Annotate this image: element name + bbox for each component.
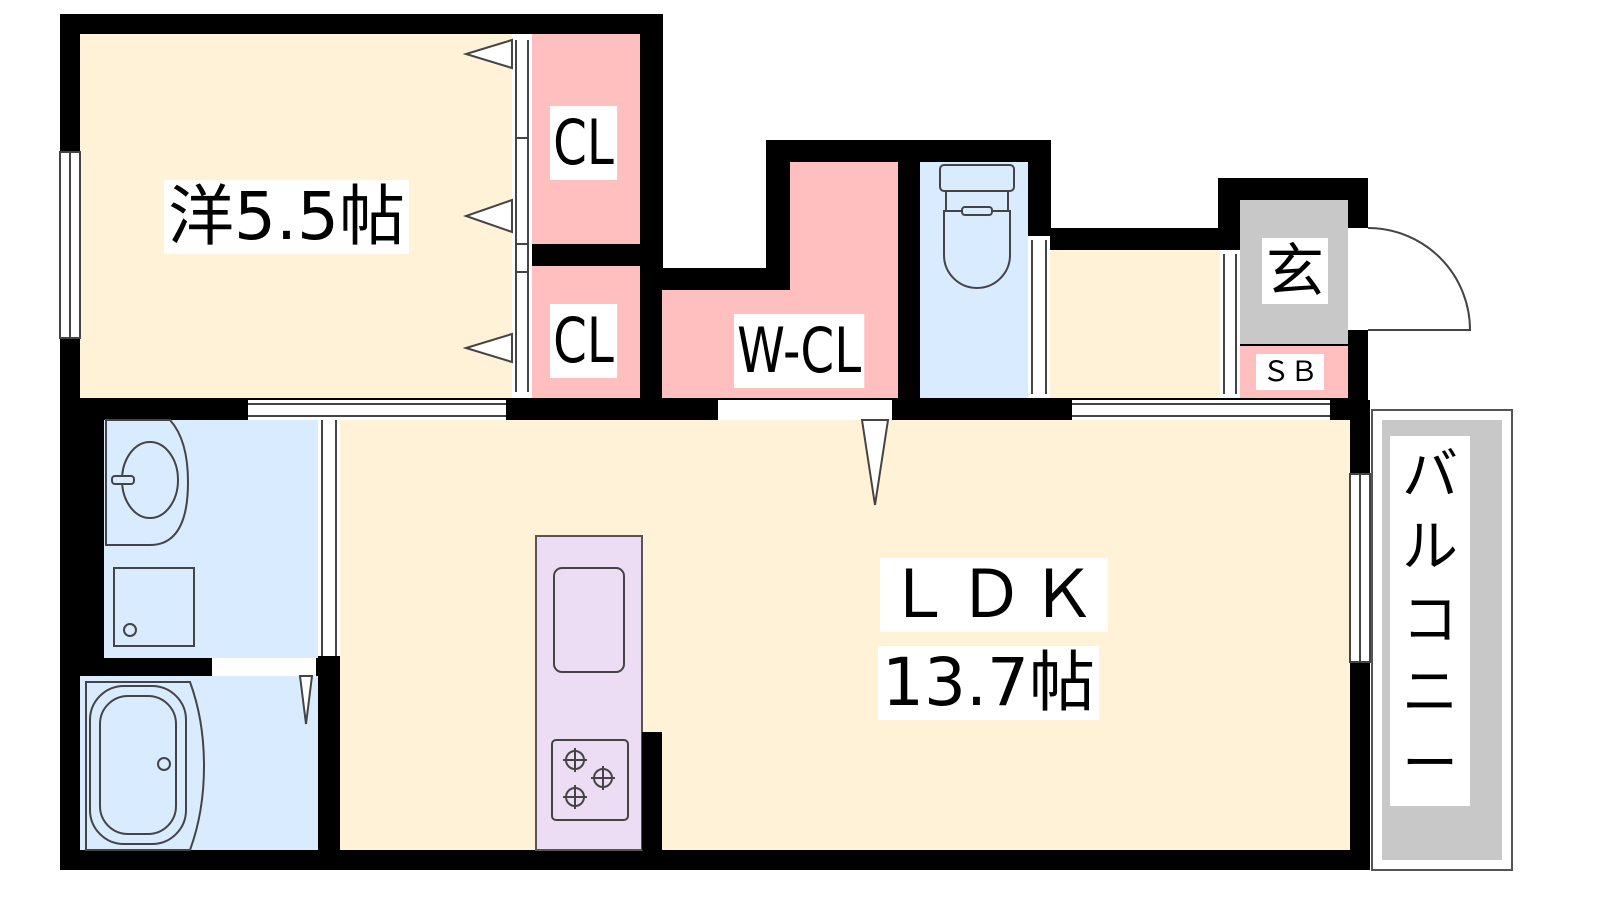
ldk-size-label: 13.7帖: [878, 646, 1099, 720]
walk-in-closet-label: W-CL: [734, 314, 865, 388]
burner-icons: [563, 748, 615, 809]
closet-lower-label: CL: [550, 304, 617, 378]
balcony-label-char: ー: [1402, 732, 1458, 798]
bathtub-icon: [85, 681, 206, 851]
entrance-label: 玄: [1262, 238, 1329, 304]
door-swing-marks: [298, 38, 890, 725]
toilet-icon: [939, 164, 1015, 289]
kitchen-partition: [642, 732, 662, 850]
balcony-label-char: バ: [1402, 443, 1458, 508]
windows: [59, 151, 1371, 663]
balcony-label-char: ニ: [1402, 659, 1458, 725]
sliding-door-lines: [248, 40, 1330, 656]
balcony-label: バ ル コ ニ ー: [1390, 436, 1470, 806]
balcony-label-char: コ: [1402, 587, 1458, 653]
stove-icon: [551, 739, 629, 821]
western-room-label: 洋5.5帖: [164, 180, 409, 254]
washing-machine-icon: [113, 567, 195, 647]
hallway-floor: [1050, 250, 1220, 398]
ldk-label: ＬＤＫ: [880, 558, 1108, 632]
ldk-floor: [340, 420, 1350, 850]
kitchen-sink-icon: [553, 567, 625, 673]
washbasin-icon: [105, 419, 190, 546]
closet-upper-label: CL: [550, 106, 617, 180]
entrance-door-swing: [1367, 227, 1472, 331]
shoe-box-label: ＳＢ: [1256, 354, 1325, 390]
balcony-label-char: ル: [1402, 515, 1458, 581]
